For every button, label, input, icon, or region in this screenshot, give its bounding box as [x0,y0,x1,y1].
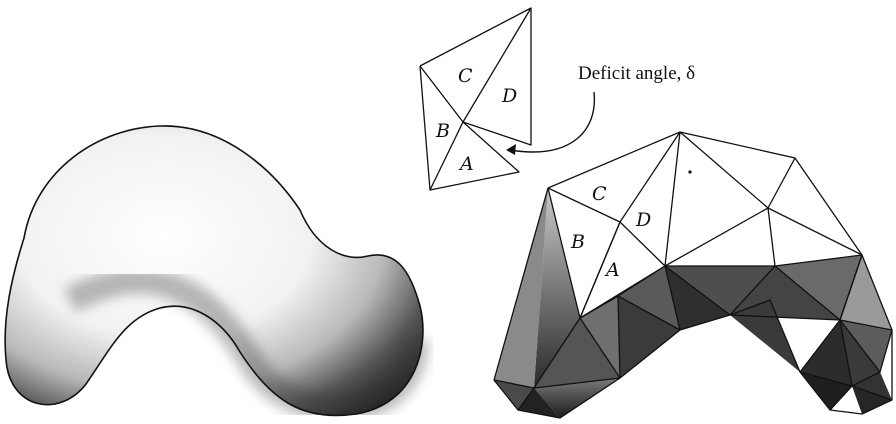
fan-label-b: B [435,120,450,142]
polyhedron-vertex-dot [688,170,691,173]
fan-label-c: C [458,65,473,87]
fan-label-d: D [501,85,517,107]
polyhedron-shading [494,188,892,418]
poly-label-c: C [592,183,607,205]
deficit-annotation: Deficit angle, δ [506,63,695,155]
poly-label-d: D [635,209,651,231]
poly-label-a: A [604,259,620,281]
fan-label-a: A [458,153,474,175]
polyhedral-surface: C D B A [494,132,892,418]
deficit-angle-label: Deficit angle, δ [578,63,695,84]
unfolded-triangles: C D B A [420,8,531,190]
deficit-arrowhead [506,144,516,155]
deficit-arrow [510,92,594,152]
poly-label-b: B [570,231,585,253]
smooth-surface [5,126,423,416]
